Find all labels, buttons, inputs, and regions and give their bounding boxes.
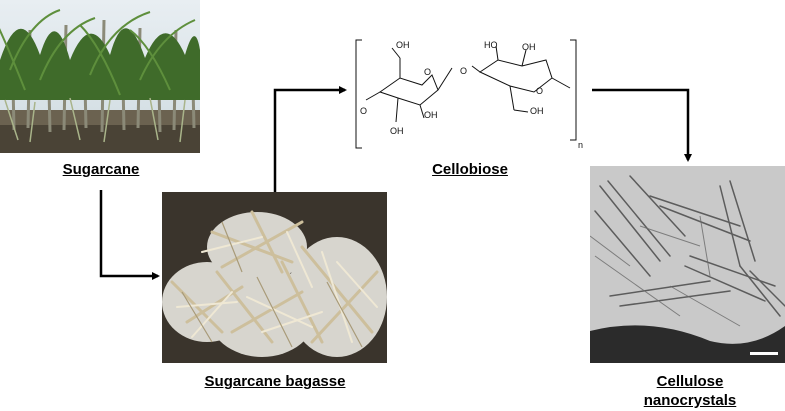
cellobiose-structure: OH O O OH OH O HO OH O OH n (355, 39, 583, 150)
label-cnc: Cellulose nanocrystals (630, 372, 750, 410)
atom-oh-bottom-left-2: OH (424, 110, 438, 120)
atom-o-bridge: O (460, 66, 467, 76)
cnc-tem-image (590, 166, 785, 363)
atom-oh-top-left: OH (396, 40, 410, 50)
atom-oh-bottom-left-1: OH (390, 126, 404, 136)
atom-o-ring-right: O (536, 86, 543, 96)
left-glucose-ring (378, 74, 439, 106)
bagasse-photo (162, 192, 387, 363)
label-sugarcane: Sugarcane (62, 161, 140, 178)
label-bagasse: Sugarcane bagasse (204, 373, 346, 390)
left-bracket (355, 39, 362, 149)
atom-oh-right: OH (530, 106, 544, 116)
atom-oh-top-right: OH (522, 42, 536, 52)
right-glucose-ring (478, 59, 553, 93)
atom-o-left-bracket: O (360, 106, 367, 116)
atom-ho-top-right: HO (484, 40, 498, 50)
atom-o-ring-left: O (424, 67, 431, 77)
label-cnc-line1: Cellulose (656, 373, 724, 390)
arrow-bagasse-to-cellobiose (273, 86, 347, 192)
sugarcane-photo (0, 0, 200, 153)
arrow-sugarcane-to-bagasse (99, 190, 160, 280)
label-cnc-line2: nanocrystals (643, 392, 737, 409)
arrow-cellobiose-to-cnc (592, 88, 692, 162)
label-cellobiose: Cellobiose (432, 161, 508, 178)
subscript-n: n (578, 140, 583, 150)
right-bracket (570, 39, 577, 141)
